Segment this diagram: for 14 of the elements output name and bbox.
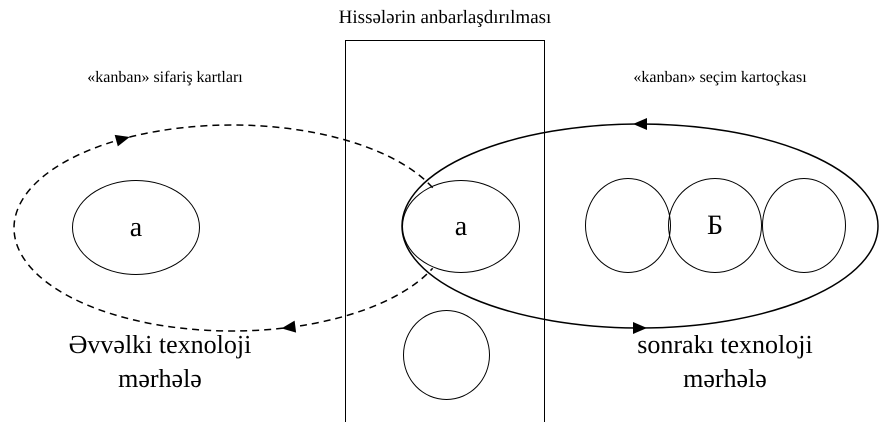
stage-label: Əvvəlki texnoloji mərhələ (68, 329, 252, 395)
loop-caption: «kanban» seçim kartoçkası (632, 68, 808, 88)
circle (585, 178, 671, 273)
node-label: a (130, 214, 142, 242)
storage-heading: Hissələrin anbarlaşdırılması (338, 6, 552, 30)
ellipse (72, 180, 200, 275)
ellipse (402, 180, 520, 273)
ellipse (668, 178, 762, 273)
circle (403, 310, 490, 400)
loop-caption: «kanban» sifariş kartları (86, 68, 244, 88)
node-label: a (454, 212, 468, 240)
node-label: Б (706, 212, 724, 240)
circle (762, 178, 846, 273)
stage-label: sonrakı texnoloji mərhələ (636, 329, 814, 395)
